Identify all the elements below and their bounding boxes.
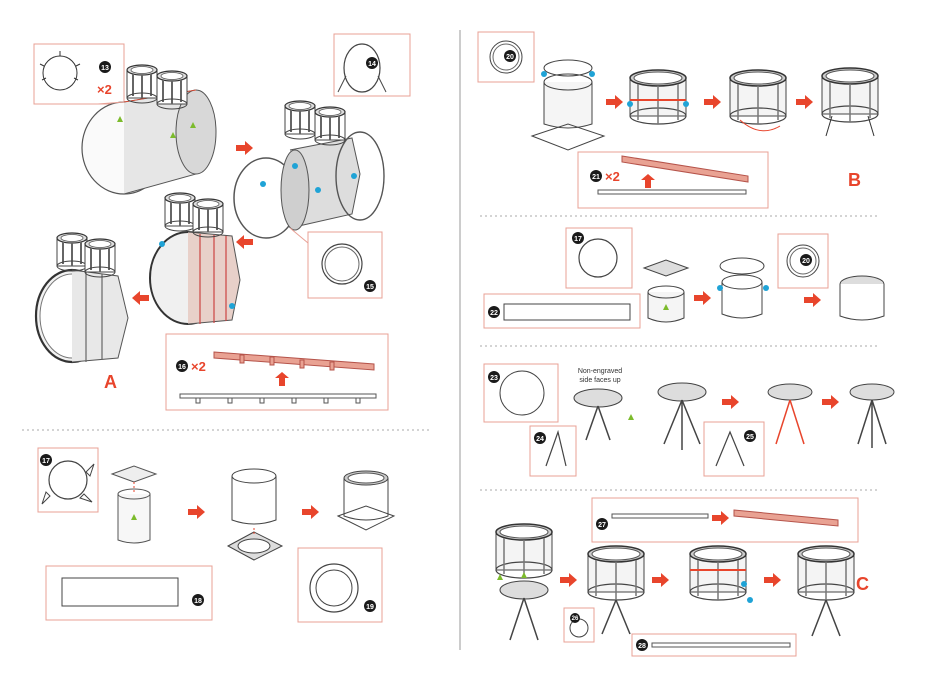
arrow-right-icon — [302, 505, 319, 519]
arrow-right-icon — [822, 395, 839, 409]
step-number-21: 21 — [592, 174, 600, 181]
section-c: C 26 27 28 — [495, 497, 869, 657]
callout-step-13 — [33, 43, 125, 105]
step-number-17: 17 — [42, 458, 50, 465]
arrow-right-icon — [560, 573, 577, 587]
arrow-right-icon — [704, 95, 721, 109]
step-number-22: 22 — [490, 310, 498, 317]
multiplier-21: ×2 — [605, 169, 620, 184]
arrow-right-icon — [722, 395, 739, 409]
step-number-18: 18 — [194, 598, 202, 605]
arrow-right-icon — [188, 505, 205, 519]
step-number-28: 28 — [638, 643, 646, 650]
step-number-23: 23 — [490, 375, 498, 382]
bass-drum-strips — [149, 192, 241, 325]
section-letter-a: A — [104, 372, 117, 392]
arrow-right-icon — [796, 95, 813, 109]
step-number-16: 16 — [178, 364, 186, 371]
section-letter-c: C — [856, 574, 869, 594]
step-badge-13 — [99, 61, 111, 73]
step-number-25: 25 — [746, 434, 754, 441]
step-number-27: 27 — [598, 522, 606, 529]
section-letter-b: B — [848, 170, 861, 190]
arrow-left-icon — [236, 235, 253, 249]
section-b: 20 B 21 ×2 — [477, 31, 879, 209]
step-number-24: 24 — [536, 436, 544, 443]
multiplier-13: ×2 — [97, 82, 112, 97]
arrow-right-icon — [764, 573, 781, 587]
step-number-15: 15 — [366, 284, 374, 291]
note-line-1: Non-engraved — [578, 368, 622, 375]
bass-drum-exploded — [81, 64, 217, 195]
arrow-right-icon — [652, 573, 669, 587]
arrow-right-icon — [694, 291, 711, 305]
step-number-14: 14 — [368, 61, 376, 68]
callout-step-24 — [529, 425, 577, 477]
step-number-17-b: 17 — [574, 236, 582, 243]
bass-drum-with-rings — [233, 100, 385, 249]
step-number-20-b: 20 — [802, 258, 810, 265]
arrow-right-icon — [606, 95, 623, 109]
note-line-2: side faces up — [579, 377, 620, 384]
section-floor-tom: 17 20 22 — [483, 227, 885, 329]
arrow-left-icon — [132, 291, 149, 305]
arrow-right-icon — [236, 141, 253, 155]
step-number-26: 26 — [572, 616, 579, 622]
bass-drum-complete — [34, 232, 129, 364]
section-snare-stand: 17 18 19 — [37, 447, 396, 623]
multiplier-16: ×2 — [191, 359, 206, 374]
callout-step-25 — [703, 421, 765, 477]
step-number-20: 20 — [506, 54, 514, 61]
step-number-13: 13 — [101, 65, 109, 72]
step-number-19: 19 — [366, 604, 374, 611]
section-stool: 23 Non-engraved side faces up 24 25 — [483, 363, 895, 477]
section-a: 13 ×2 14 — [33, 33, 411, 411]
arrow-right-icon — [804, 293, 821, 307]
callout-step-26 — [563, 607, 595, 643]
